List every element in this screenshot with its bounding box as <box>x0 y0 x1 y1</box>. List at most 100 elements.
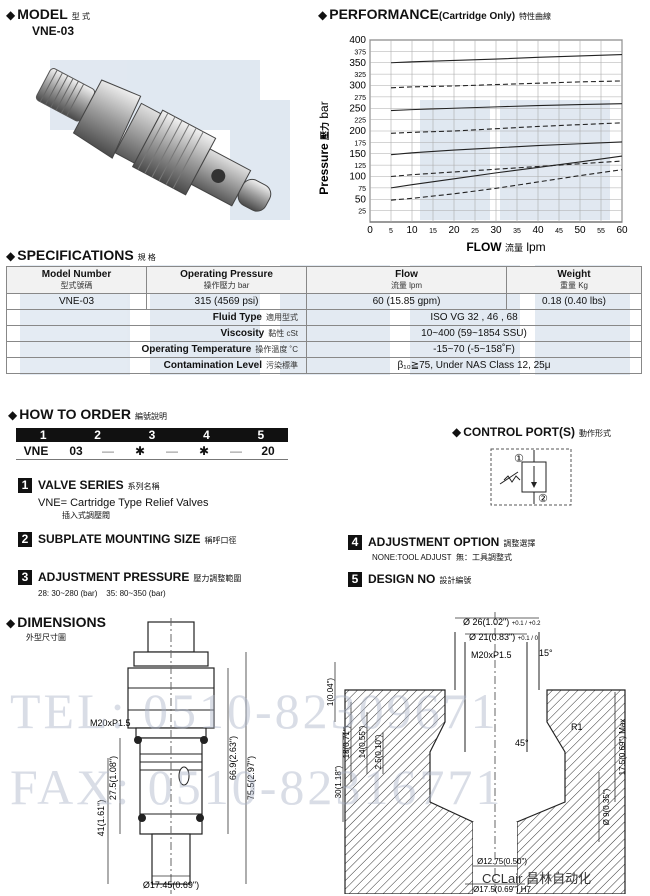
spec-model-value: VNE-03 <box>6 292 147 310</box>
option-text-cn: 插入式調壓閥 <box>62 511 110 521</box>
series-line-5 <box>390 141 623 156</box>
series-line-4 <box>390 122 623 134</box>
cavity-section-view: Ø 26(1.02") +0.1 / +0.2 Ø 21(0.83") +0.1… <box>326 612 627 894</box>
x-tick-label: 0 <box>367 225 373 236</box>
diamond-icon: ◆ <box>6 616 16 630</box>
series-line-8 <box>390 169 623 201</box>
dim-body: 66.9(2.63") <box>228 736 238 780</box>
y-tick-label: 375 <box>354 49 366 56</box>
diamond-icon: ◆ <box>452 425 462 439</box>
option-title: SUBPLATE MOUNTING SIZE <box>38 532 201 546</box>
x-tick-label: 20 <box>448 225 460 236</box>
diamond-icon: ◆ <box>8 408 18 422</box>
x-tick-label: 25 <box>471 228 479 235</box>
chart-y-ticks: 4003753503253002752502252001751501251007… <box>349 35 366 216</box>
option-title: ADJUSTMENT OPTION <box>368 535 500 549</box>
series-line-7 <box>390 155 623 189</box>
how-to-order-title-cn: 編號說明 <box>134 412 167 421</box>
dimensions-heading: ◆DIMENSIONS <box>6 614 106 630</box>
specifications-title-cn: 規 格 <box>137 253 156 262</box>
y-tick-label: 175 <box>354 140 366 147</box>
spec-pressure-value: 315 (4569 psi) <box>146 292 307 310</box>
y-tick-label: 275 <box>354 95 366 102</box>
relief-valve-symbol: ① ② <box>490 448 572 506</box>
y-tick-label: 200 <box>349 126 366 137</box>
x-tick-label: 30 <box>490 225 502 236</box>
option-text-cn: 無：工具調整式 <box>456 553 513 563</box>
spec-flow-value: 60 (15.85 gpm) <box>306 292 507 310</box>
chart-series <box>390 54 623 201</box>
how-to-order-title: HOW TO ORDER <box>19 406 131 422</box>
dim-14: 14(0.55") <box>358 725 367 758</box>
x-tick-label: 5 <box>389 228 393 235</box>
code-dash: — <box>230 443 242 458</box>
watermark-fax: FAX: 0510-82316771 <box>10 759 504 815</box>
angle-45: 45° <box>515 738 529 748</box>
option-number: 2 <box>18 532 32 548</box>
order-code-positions: 1 2 3 4 5 <box>16 428 288 442</box>
valve-illustration <box>35 68 272 212</box>
y-tick-label: 100 <box>349 172 366 183</box>
angle-15: 15° <box>539 648 553 658</box>
performance-title: PERFORMANCE <box>329 6 439 22</box>
option-title-cn: 稱呼口徑 <box>204 536 237 545</box>
option-text: 28: 30~280 (bar) 35: 80~350 (bar) <box>38 589 166 599</box>
option-title: VALVE SERIES <box>38 478 124 492</box>
code-value-design: 20 <box>261 443 275 458</box>
position-4: 4 <box>203 428 210 442</box>
code-dash: — <box>166 443 178 458</box>
y-tick-label: 25 <box>358 209 366 216</box>
radius-r1: R1 <box>571 722 583 732</box>
x-tick-label: 45 <box>555 228 563 235</box>
code-value-series: VNE <box>23 443 49 458</box>
order-code-table: 1 2 3 4 5 VNE 03 — ✱ — ✱ — 20 <box>16 428 288 460</box>
brand-cn: 昌林自动化 <box>526 871 592 886</box>
dim-9-diameter: Ø 9(0.35") <box>602 788 611 825</box>
option-number: 4 <box>348 535 362 551</box>
valve-side-view: M20xP1.5 75.5(2.97") 66.9(2.63") 41(1.61… <box>90 618 256 894</box>
dim-30: 30(1.18") <box>334 765 343 798</box>
option-number: 5 <box>348 572 362 588</box>
dim-1275-diameter: Ø12.75(0.50") <box>477 857 527 866</box>
option-title-cn: 壓力調整範圍 <box>193 574 242 583</box>
series-line-3 <box>390 103 623 112</box>
y-tick-label: 350 <box>349 58 366 69</box>
option-title: ADJUSTMENT PRESSURE <box>38 570 190 584</box>
dim-top-diameter: Ø 26(1.02") +0.1 / +0.2 <box>463 617 541 627</box>
watermark-tel: TEL: 0510-82309671 <box>10 683 499 739</box>
code-value-option: ✱ <box>198 443 210 458</box>
performance-subtitle: (Cartridge Only) <box>438 11 516 22</box>
model-code: VNE-03 <box>32 24 75 38</box>
option-number: 3 <box>18 570 32 586</box>
performance-heading: ◆PERFORMANCE(Cartridge Only)特性曲線 <box>318 6 551 22</box>
chart-grid <box>369 39 623 223</box>
y-tick-label: 75 <box>358 186 366 193</box>
control-port-title-cn: 動作形式 <box>579 429 612 438</box>
code-value-size: 03 <box>69 443 83 458</box>
position-1: 1 <box>39 428 47 442</box>
series-line-1 <box>390 54 623 64</box>
dim-diameter: Ø17.45(0.69") <box>143 880 199 890</box>
y-tick-label: 150 <box>349 149 366 160</box>
order-code-values: VNE 03 — ✱ — ✱ — 20 <box>16 442 288 460</box>
spec-temperature-value: -15~70 (-5~158˚F) <box>306 340 642 358</box>
right-thread-label: M20xP1.5 <box>471 650 512 660</box>
brand-footer: CCLair 昌林自动化 <box>482 868 591 887</box>
left-thread-label: M20xP1.5 <box>90 718 131 728</box>
port-2-label: ② <box>538 493 548 505</box>
option-title-cn: 調整選擇 <box>503 539 536 548</box>
y-tick-label: 250 <box>349 103 366 114</box>
